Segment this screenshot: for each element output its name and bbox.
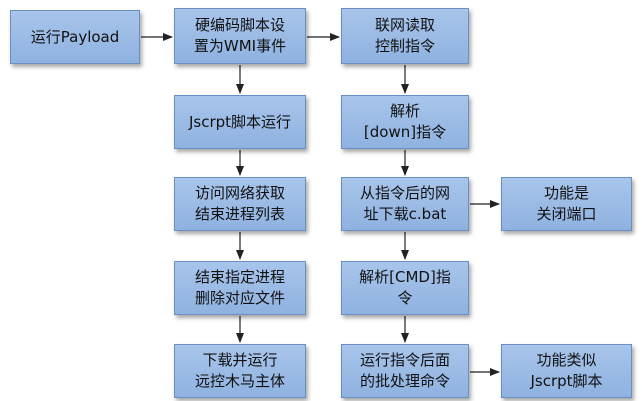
node-download-cbat-label: 从指令后的网 址下载c.bat	[359, 184, 450, 223]
node-jscript-run: Jscrpt脚本运行	[174, 95, 306, 149]
node-run-trojan: 下载并运行 远控木马主体	[174, 344, 306, 398]
node-parse-down-label: 解析 [down]指令	[363, 102, 447, 141]
node-jscript-run-label: Jscrpt脚本运行	[188, 112, 292, 131]
node-like-jscript-label: 功能类似 Jscrpt脚本	[530, 351, 603, 390]
node-parse-down: 解析 [down]指令	[341, 95, 469, 149]
node-run-batch: 运行指令后面 的批处理命令	[341, 344, 469, 398]
node-get-process-list-label: 访问网络获取 结束进程列表	[194, 184, 285, 223]
node-kill-process: 结束指定进程 删除对应文件	[174, 261, 306, 315]
node-download-cbat: 从指令后的网 址下载c.bat	[341, 177, 469, 231]
node-hardcode-wmi-label: 硬编码脚本设 置为WMI事件	[193, 16, 287, 55]
node-kill-process-label: 结束指定进程 删除对应文件	[194, 268, 285, 307]
node-run-trojan-label: 下载并运行 远控木马主体	[194, 351, 285, 390]
node-run-payload: 运行Payload	[10, 10, 140, 64]
node-run-batch-label: 运行指令后面 的批处理命令	[359, 351, 450, 390]
node-hardcode-wmi: 硬编码脚本设 置为WMI事件	[174, 8, 306, 64]
node-close-port: 功能是 关闭端口	[501, 177, 632, 231]
node-fetch-commands-label: 联网读取 控制指令	[374, 16, 435, 55]
node-get-process-list: 访问网络获取 结束进程列表	[174, 177, 306, 231]
node-parse-cmd: 解析[CMD]指 令	[341, 261, 469, 315]
node-parse-cmd-label: 解析[CMD]指 令	[359, 268, 451, 307]
node-close-port-label: 功能是 关闭端口	[536, 184, 597, 223]
node-like-jscript: 功能类似 Jscrpt脚本	[501, 344, 632, 398]
node-run-payload-label: 运行Payload	[30, 27, 120, 46]
node-fetch-commands: 联网读取 控制指令	[341, 8, 469, 64]
